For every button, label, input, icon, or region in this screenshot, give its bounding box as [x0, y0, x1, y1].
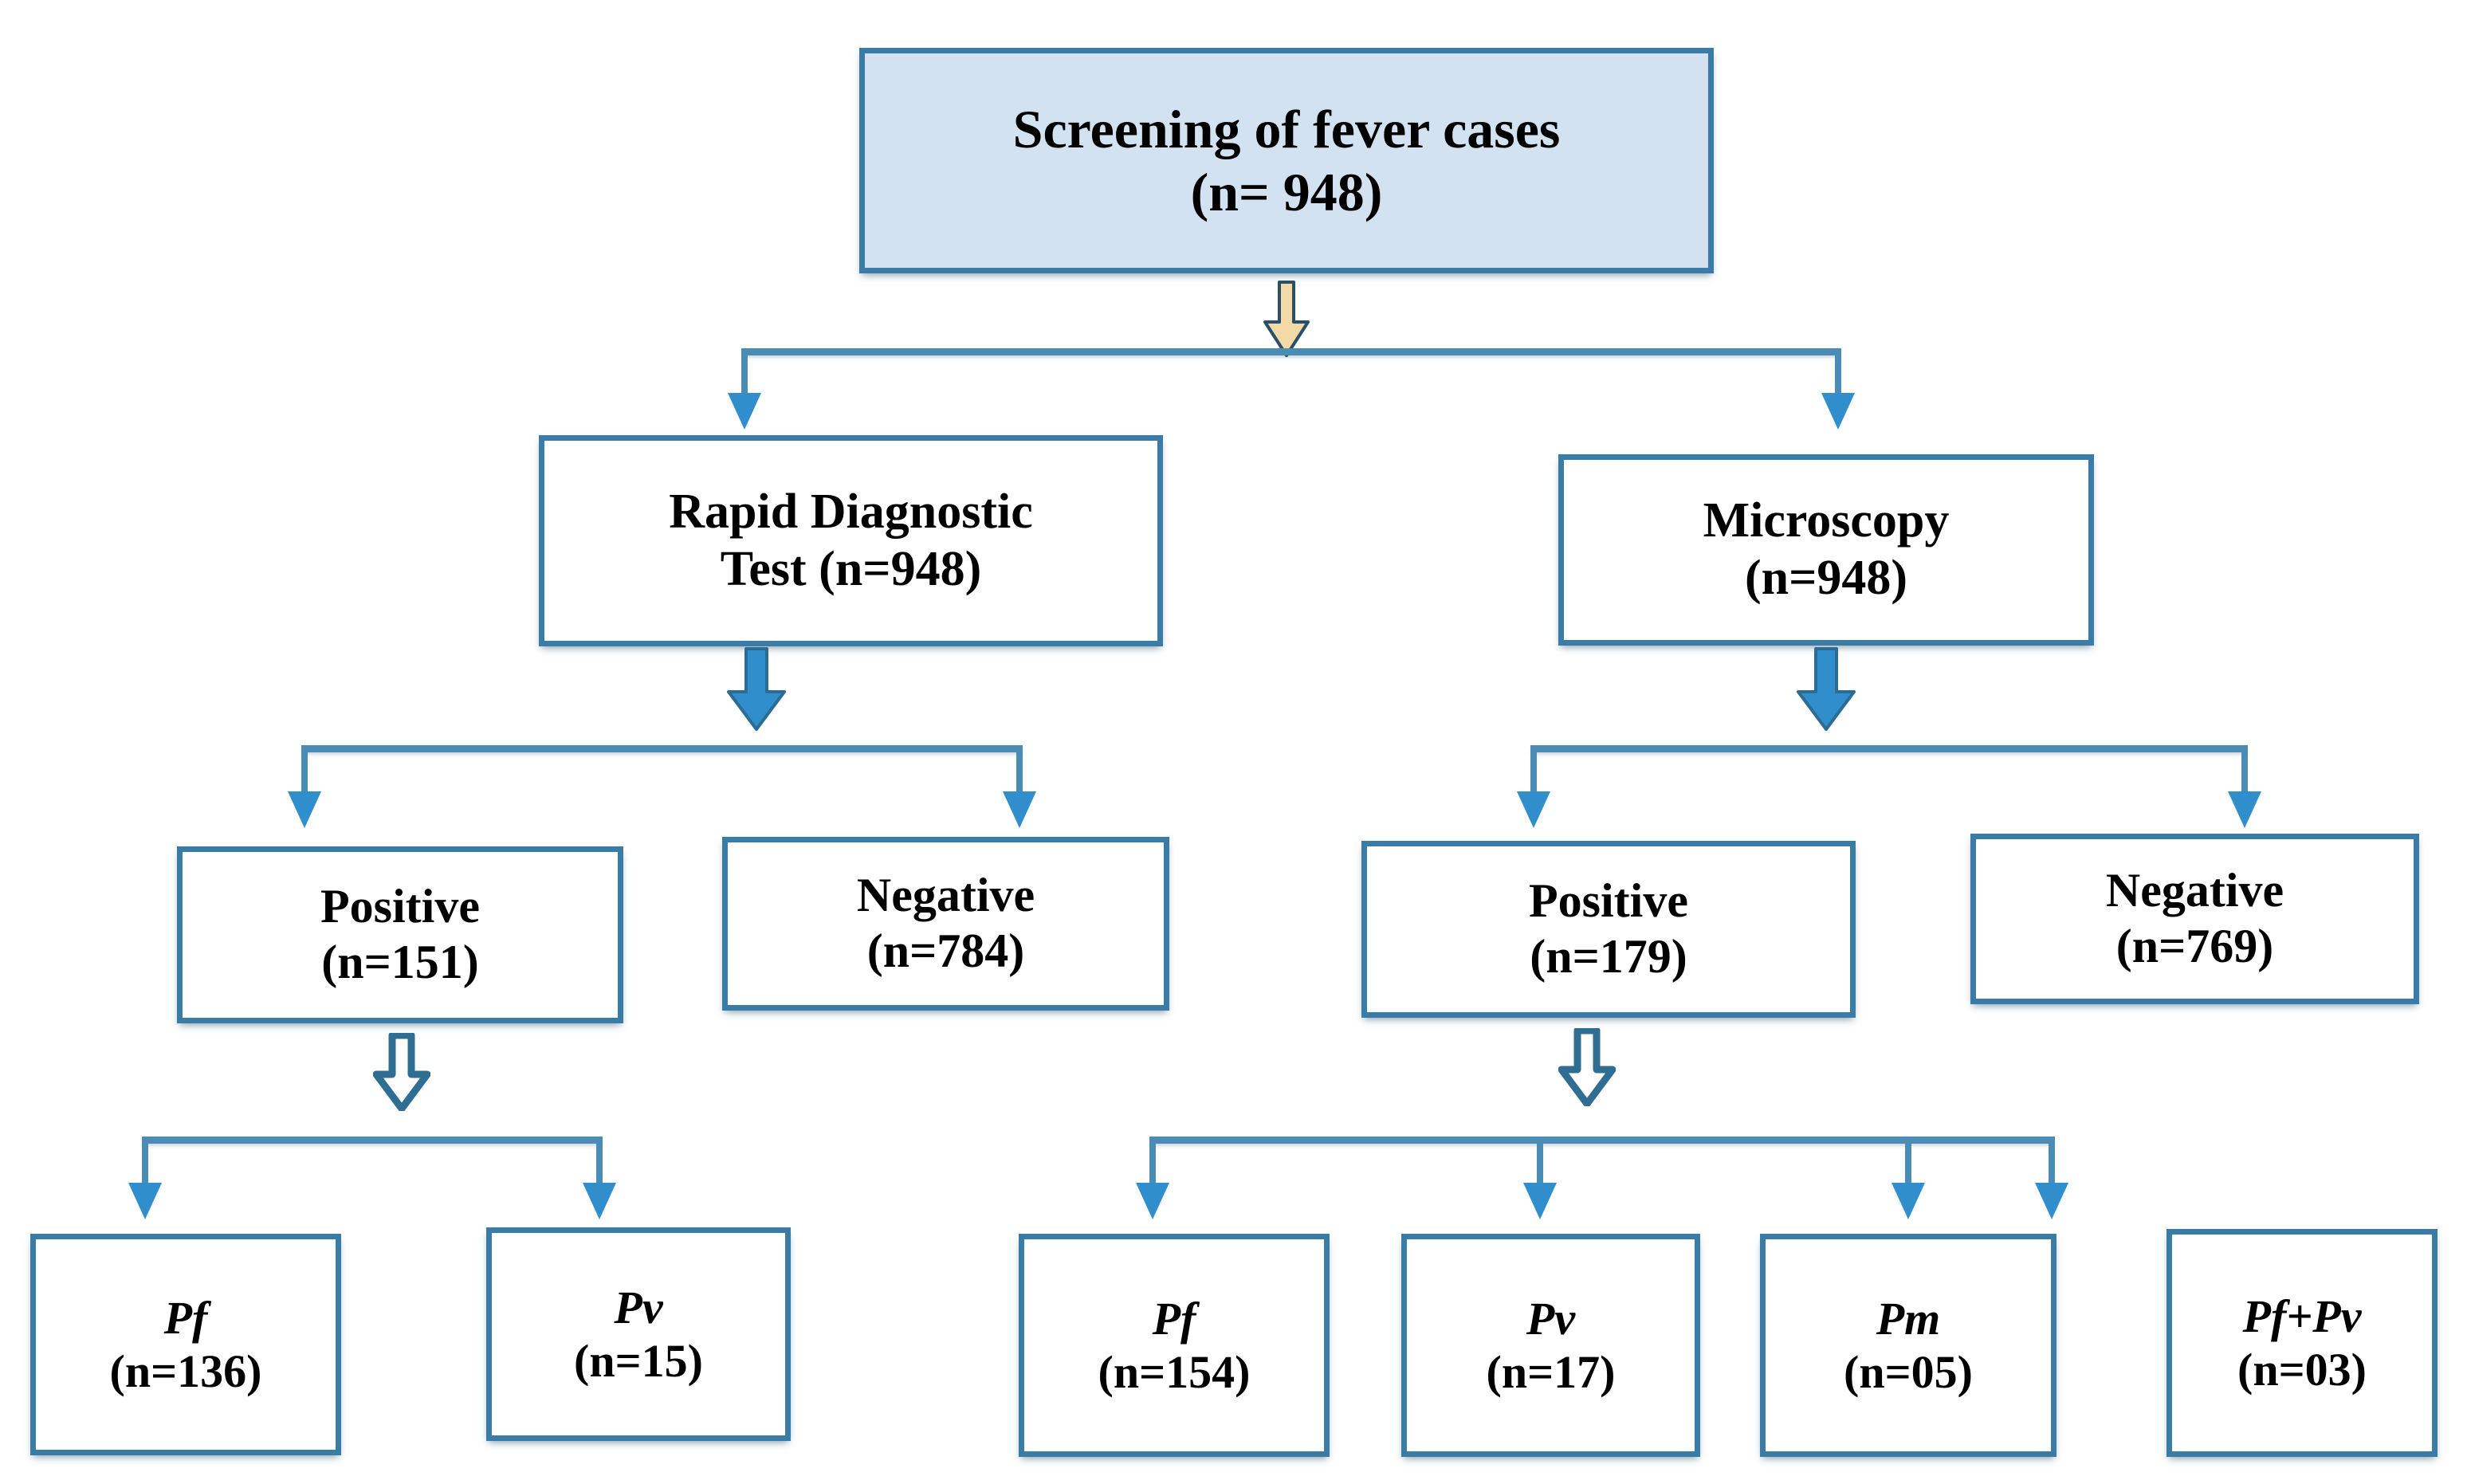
arrowhead-rdt-pv — [583, 1183, 616, 1219]
node-rdt-pf-count: (n=136) — [109, 1345, 262, 1397]
down-block-arrow-hollow-rdt — [373, 1033, 430, 1111]
arrowhead-rdt-positive — [288, 791, 321, 828]
node-rdt-line2: Test (n=948) — [720, 541, 982, 596]
node-microscopy-pm[interactable]: Pm (n=05) — [1760, 1234, 2056, 1457]
node-rdt-positive[interactable]: Positive (n=151) — [177, 846, 623, 1023]
connector-drop-rdt-negative — [1016, 745, 1023, 795]
connector-bar-microscopy-species — [1149, 1137, 2055, 1144]
node-mic-pv-species: Pv — [1526, 1292, 1576, 1345]
node-mic-pm-count: (n=05) — [1844, 1346, 1973, 1398]
node-rdt-negative-line1: Negative — [856, 869, 1035, 922]
node-rdt-positive-line2: (n=151) — [321, 936, 479, 988]
down-block-arrow-solid-microscopy — [1795, 647, 1857, 732]
arrowhead-mic-pf — [1136, 1183, 1169, 1219]
arrowhead-rdt-pf — [128, 1183, 162, 1219]
node-rdt-negative-line2: (n=784) — [866, 925, 1025, 977]
node-microscopy-positive[interactable]: Positive (n=179) — [1361, 841, 1856, 1018]
node-mic-pm-species: Pm — [1876, 1292, 1941, 1345]
node-microscopy-pv[interactable]: Pv (n=17) — [1401, 1234, 1700, 1457]
node-microscopy[interactable]: Microscopy (n=948) — [1558, 454, 2094, 646]
node-rdt-positive-line1: Positive — [320, 880, 480, 933]
arrowhead-mic-pfpv — [2035, 1183, 2068, 1219]
node-microscopy-pf-pv[interactable]: Pf+Pv (n=03) — [2166, 1229, 2438, 1457]
node-microscopy-negative[interactable]: Negative (n=769) — [1970, 834, 2419, 1004]
node-mic-positive-line1: Positive — [1529, 874, 1688, 928]
arrowhead-microscopy — [1821, 393, 1855, 430]
node-rdt-pf[interactable]: Pf (n=136) — [30, 1234, 341, 1455]
node-rdt-pv-species: Pv — [614, 1281, 663, 1333]
connector-drop-mic-pv — [1537, 1137, 1543, 1186]
node-rdt-negative[interactable]: Negative (n=784) — [722, 837, 1169, 1011]
connector-drop-rdt-pf — [142, 1137, 148, 1186]
arrowhead-mic-pm — [1891, 1183, 1925, 1219]
node-rdt-pv[interactable]: Pv (n=15) — [486, 1227, 791, 1441]
connector-bar-rdt-split — [301, 745, 1023, 752]
node-rdt-pv-count: (n=15) — [574, 1335, 703, 1387]
node-mic-pfpv-count: (n=03) — [2237, 1344, 2367, 1396]
node-microscopy-line2: (n=948) — [1744, 551, 1908, 605]
down-block-arrow-hollow-microscopy — [1558, 1028, 1616, 1106]
arrowhead-mic-pv — [1523, 1183, 1557, 1219]
connector-drop-rdt-positive — [301, 745, 308, 795]
node-rdt-pf-species: Pf — [163, 1291, 208, 1344]
node-mic-pf-count: (n=154) — [1098, 1346, 1251, 1398]
node-mic-positive-line2: (n=179) — [1530, 930, 1687, 983]
arrowhead-mic-negative — [2228, 791, 2261, 828]
down-block-arrow-solid-rdt — [725, 647, 788, 732]
node-screening-line2: (n= 948) — [1190, 161, 1383, 222]
node-rapid-diagnostic-test[interactable]: Rapid Diagnostic Test (n=948) — [539, 435, 1163, 646]
node-screening-line1: Screening of fever cases — [1012, 98, 1561, 159]
connector-drop-mic-pfpv — [2049, 1137, 2055, 1186]
connector-drop-mic-pf — [1149, 1137, 1156, 1186]
connector-drop-mic-positive — [1530, 745, 1537, 795]
connector-drop-mic-negative — [2241, 745, 2248, 795]
node-screening[interactable]: Screening of fever cases (n= 948) — [859, 48, 1714, 273]
arrowhead-rdt-negative — [1003, 791, 1036, 828]
node-mic-negative-line1: Negative — [2105, 864, 2284, 917]
node-mic-pf-species: Pf — [1152, 1292, 1196, 1345]
connector-drop-rdt-pv — [596, 1137, 603, 1186]
connector-bar-level1 — [741, 348, 1841, 355]
connector-drop-rdt — [741, 348, 748, 396]
connector-bar-rdt-species — [142, 1137, 603, 1144]
connector-drop-microscopy — [1835, 348, 1841, 396]
node-rdt-line1: Rapid Diagnostic — [669, 484, 1033, 539]
arrowhead-mic-positive — [1517, 791, 1550, 828]
arrowhead-rdt — [728, 393, 761, 430]
connector-bar-microscopy-split — [1530, 745, 2248, 752]
down-block-arrow-tan — [1263, 281, 1310, 357]
node-mic-pfpv-species: Pf+Pv — [2242, 1290, 2362, 1342]
node-mic-negative-line2: (n=769) — [2115, 920, 2274, 972]
node-microscopy-pf[interactable]: Pf (n=154) — [1019, 1234, 1330, 1457]
node-mic-pv-count: (n=17) — [1486, 1346, 1616, 1398]
node-microscopy-line1: Microscopy — [1703, 493, 1950, 548]
connector-drop-mic-pm — [1905, 1137, 1911, 1186]
